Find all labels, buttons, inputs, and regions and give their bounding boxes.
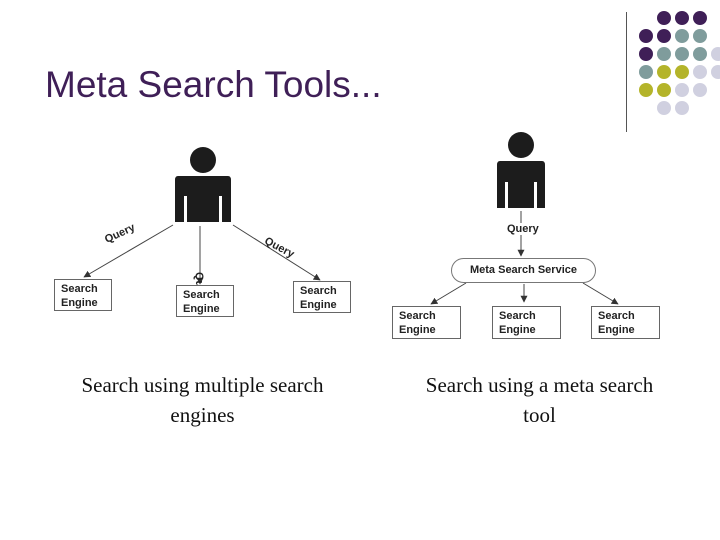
title-divider-line — [626, 12, 627, 132]
decorative-dot — [675, 101, 689, 115]
caption-left: Search using multiple search engines — [50, 370, 355, 430]
decorative-dot — [693, 83, 707, 97]
decorative-dot — [639, 65, 653, 79]
decorative-dot — [675, 65, 689, 79]
service-arrow-left — [430, 282, 467, 305]
decorative-dot — [675, 47, 689, 61]
search-engine-box-3: Search Engine — [293, 281, 351, 313]
engine-label-line1: Search — [300, 285, 337, 297]
engine-label-line2: Engine — [499, 324, 536, 336]
decorative-dot — [657, 83, 671, 97]
decorative-dot — [639, 83, 653, 97]
decorative-dot — [693, 65, 707, 79]
engine-label-line2: Engine — [399, 324, 436, 336]
caption-left-line1: Search using multiple search — [81, 373, 324, 397]
decorative-dot — [675, 11, 689, 25]
engine-label-line2: Engine — [183, 303, 220, 315]
decorative-dot — [711, 47, 720, 61]
decorative-dot — [711, 65, 720, 79]
decorative-dot — [675, 29, 689, 43]
decorative-dot — [639, 29, 653, 43]
engine-label-line2: Engine — [598, 324, 635, 336]
engine-label-line1: Search — [183, 289, 220, 301]
search-engine-box-4: Search Engine — [392, 306, 461, 339]
search-engine-box-1: Search Engine — [54, 279, 112, 311]
caption-right: Search using a meta search tool — [392, 370, 687, 430]
caption-left-line2: engines — [170, 403, 235, 427]
decorative-dot — [693, 29, 707, 43]
decorative-dot — [657, 11, 671, 25]
engine-label-line1: Search — [499, 310, 536, 322]
query-arrow-right — [232, 224, 321, 281]
decorative-dot — [675, 83, 689, 97]
person-icon — [175, 147, 231, 222]
decorative-dot — [657, 101, 671, 115]
person-icon — [497, 132, 545, 208]
query-label: Query — [506, 223, 540, 235]
decorative-dot-grid — [639, 11, 720, 115]
decorative-dot — [693, 47, 707, 61]
caption-right-line2: tool — [523, 403, 556, 427]
decorative-dot — [693, 11, 707, 25]
engine-label-line1: Search — [399, 310, 436, 322]
decorative-dot — [639, 47, 653, 61]
engine-label-line1: Search — [598, 310, 635, 322]
query-arrow-left — [83, 224, 174, 278]
decorative-dot — [657, 47, 671, 61]
search-engine-box-2: Search Engine — [176, 285, 234, 317]
slide-title: Meta Search Tools... — [45, 64, 382, 105]
decorative-dot — [657, 65, 671, 79]
search-engine-box-5: Search Engine — [492, 306, 561, 339]
decorative-dot — [657, 29, 671, 43]
engine-label-line2: Engine — [300, 299, 337, 311]
meta-search-service-box: Meta Search Service — [451, 258, 596, 283]
caption-right-line1: Search using a meta search — [425, 373, 654, 397]
search-engine-box-6: Search Engine — [591, 306, 660, 339]
engine-label-line1: Search — [61, 283, 98, 295]
service-arrow-right — [582, 282, 619, 305]
engine-label-line2: Engine — [61, 297, 98, 309]
